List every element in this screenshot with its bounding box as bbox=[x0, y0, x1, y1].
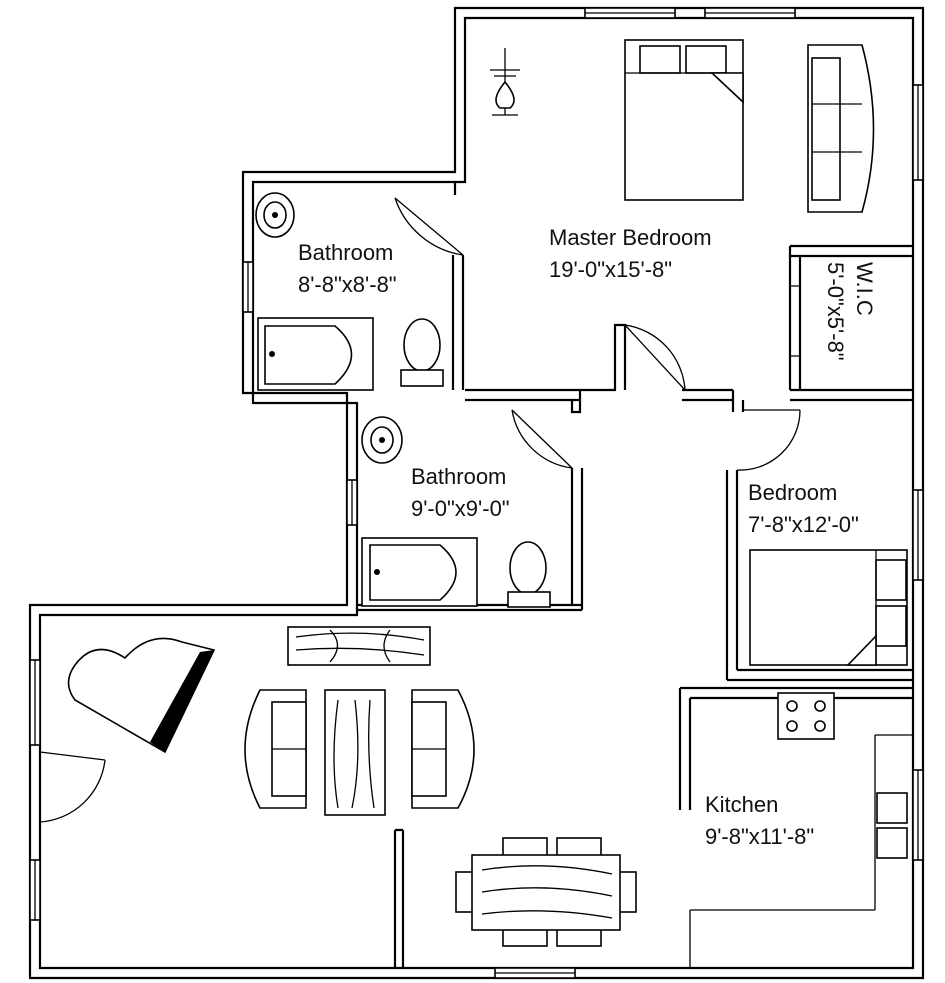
counter-right bbox=[874, 734, 913, 910]
room-name: Bathroom bbox=[298, 240, 393, 265]
room-size: 5'-0"x5'-8" bbox=[823, 262, 848, 361]
piano-icon bbox=[67, 637, 216, 754]
sofa-icon bbox=[244, 689, 307, 809]
window-top-2 bbox=[704, 7, 796, 19]
coat-rack-icon bbox=[490, 48, 520, 116]
window-left-2 bbox=[29, 859, 41, 921]
window-top-1 bbox=[584, 7, 676, 19]
door-entry bbox=[39, 751, 106, 823]
window-right-1 bbox=[912, 84, 924, 181]
sofa-icon bbox=[411, 689, 475, 809]
table-icon bbox=[455, 837, 637, 947]
room-size: 8'-8"x8'-8" bbox=[298, 272, 397, 297]
table-icon bbox=[287, 626, 431, 666]
door-bath1 bbox=[394, 197, 464, 256]
window-right-3 bbox=[912, 769, 924, 861]
door-master-hall bbox=[624, 324, 686, 391]
doors bbox=[39, 197, 801, 823]
door-bath2 bbox=[511, 409, 573, 469]
door-bedroom bbox=[736, 409, 801, 471]
window-bath2 bbox=[346, 479, 358, 526]
bathtub-icon bbox=[257, 317, 374, 391]
door-wic bbox=[790, 285, 800, 357]
room-name: W.I.C bbox=[852, 262, 877, 316]
room-label-bathroom-1: Bathroom 8'-8"x8'-8" bbox=[298, 240, 397, 297]
bathtub-icon bbox=[361, 537, 478, 607]
windows bbox=[29, 7, 924, 979]
toilet-icon bbox=[507, 541, 551, 608]
room-label-bathroom-2: Bathroom 9'-0"x9'-0" bbox=[411, 464, 510, 521]
sofa-icon bbox=[807, 44, 875, 213]
sink-icon bbox=[255, 192, 295, 238]
room-name: Kitchen bbox=[705, 792, 778, 817]
counter-bottom bbox=[689, 909, 875, 968]
room-label-bedroom: Bedroom 7'-8"x12'-0" bbox=[748, 480, 859, 537]
table-icon bbox=[324, 689, 386, 816]
room-name: Bathroom bbox=[411, 464, 506, 489]
room-name: Bedroom bbox=[748, 480, 837, 505]
room-label-master-bedroom: Master Bedroom 19'-0"x15'-8" bbox=[549, 225, 712, 282]
window-right-2 bbox=[912, 489, 924, 581]
window-left-1 bbox=[29, 659, 41, 746]
toilet-icon bbox=[400, 318, 444, 387]
room-size: 9'-8"x11'-8" bbox=[705, 824, 814, 849]
window-bottom bbox=[494, 967, 576, 979]
room-size: 7'-8"x12'-0" bbox=[748, 512, 859, 537]
window-bath1 bbox=[242, 261, 254, 313]
room-size: 9'-0"x9'-0" bbox=[411, 496, 510, 521]
sink-icon bbox=[361, 416, 403, 464]
room-label-kitchen: Kitchen 9'-8"x11'-8" bbox=[705, 792, 814, 849]
walls bbox=[28, 6, 925, 980]
stove-icon bbox=[777, 692, 835, 740]
bed-icon bbox=[624, 39, 744, 201]
room-label-wic: W.I.C 5'-0"x5'-8" bbox=[823, 262, 877, 361]
room-size: 19'-0"x15'-8" bbox=[549, 257, 672, 282]
bed-icon bbox=[749, 549, 908, 666]
room-name: Master Bedroom bbox=[549, 225, 712, 250]
